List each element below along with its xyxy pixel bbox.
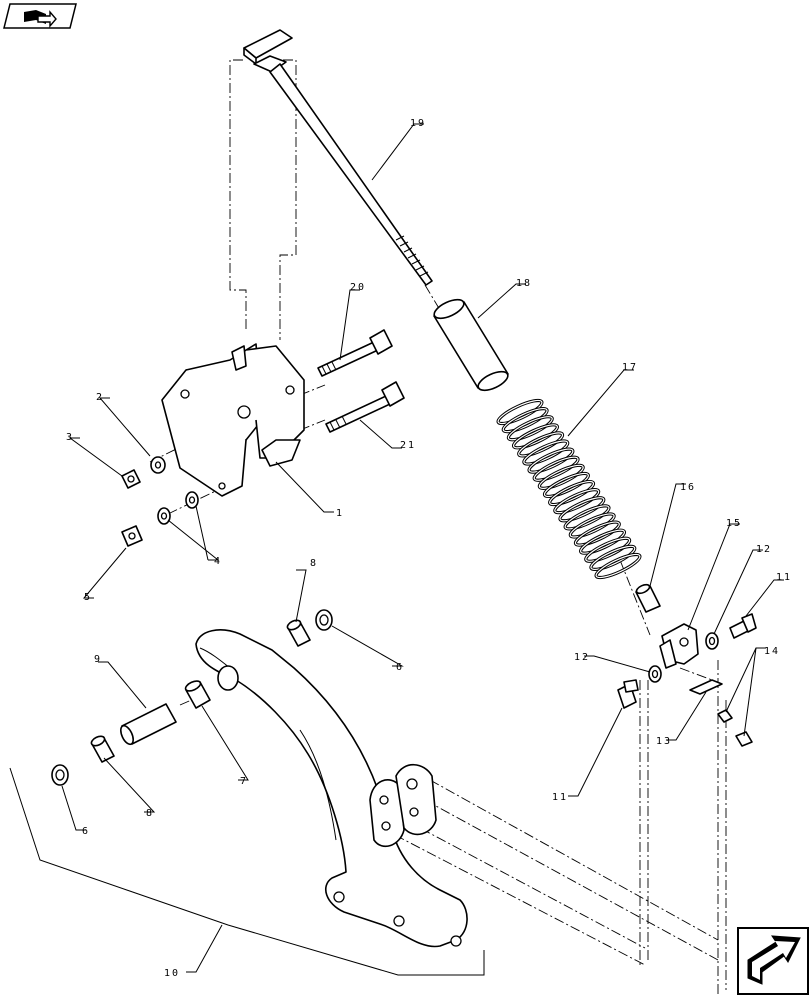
spring-coil <box>579 528 627 555</box>
callout-5: 5 <box>84 592 92 603</box>
callout-9: 9 <box>94 654 102 665</box>
spring-coil <box>496 398 544 426</box>
spring-coil-highlight <box>574 521 620 546</box>
spring-coil-highlight <box>554 489 600 514</box>
callout-leaders <box>9 123 784 976</box>
spring-coil <box>589 544 637 572</box>
spring-coil <box>558 496 606 523</box>
callout-2: 2 <box>96 392 104 403</box>
spring-coil-highlight <box>543 472 589 498</box>
spring-coil <box>573 520 621 547</box>
part-4-washers <box>157 491 199 525</box>
spring-coil-highlight <box>512 424 558 449</box>
spring-coil <box>537 463 585 490</box>
part-14-nuts <box>717 709 753 747</box>
part-15-clevis <box>659 623 699 669</box>
spring-coil-highlight <box>559 497 605 522</box>
spring-coil <box>563 504 611 531</box>
top-nav-button[interactable] <box>3 3 77 29</box>
spring-coil-highlight <box>595 553 641 579</box>
part-12-washers <box>648 632 719 683</box>
return-nav-button[interactable] <box>737 927 809 995</box>
spring-coil <box>501 406 549 434</box>
callout-labels: 1 2 3 4 5 6 6 7 8 8 9 10 11 11 12 12 13 … <box>66 118 792 979</box>
callout-6b: 6 <box>82 826 90 837</box>
spring-coil <box>506 415 554 442</box>
spring-coil-highlight <box>528 448 574 473</box>
callout-6a: 6 <box>396 662 404 673</box>
spring-coil <box>568 512 616 539</box>
part-10-pedal-arm <box>195 629 468 948</box>
spring-coil <box>553 488 601 515</box>
callout-8b: 8 <box>146 808 154 819</box>
spring-coil <box>532 455 580 482</box>
spring-coil-highlight <box>507 416 553 441</box>
return-arrow-icon <box>747 935 801 985</box>
spring-coil <box>594 552 642 580</box>
callout-10: 10 <box>164 968 180 979</box>
callout-21: 21 <box>400 440 416 451</box>
callout-18: 18 <box>516 278 532 289</box>
callout-15: 15 <box>726 518 742 529</box>
callout-3: 3 <box>66 432 74 443</box>
part-18-sleeve <box>433 298 509 392</box>
part-6-washers <box>51 609 333 786</box>
spring-coil-highlight <box>518 432 564 457</box>
part-16-pin <box>635 583 661 613</box>
spring-coil-highlight <box>590 545 636 571</box>
part-7-bushing <box>184 680 211 709</box>
part-19-rod <box>243 29 433 286</box>
part-8-bushings <box>90 619 311 763</box>
part-13-clip <box>689 679 723 695</box>
book-arrow-icon <box>24 10 57 28</box>
spring-coil-highlight <box>523 440 569 465</box>
part-2-washer <box>150 456 166 474</box>
spring-coil-highlight <box>533 456 579 481</box>
part-1-bracket <box>161 343 305 497</box>
part-21-bolt <box>325 381 405 433</box>
callout-19: 19 <box>410 118 426 129</box>
center-lines <box>149 59 727 995</box>
callout-13: 13 <box>656 736 672 747</box>
part-11-bolts <box>617 613 757 709</box>
spring-coil-highlight <box>497 399 543 425</box>
spring-coil-highlight <box>502 407 548 433</box>
part-3-nut <box>121 469 141 489</box>
part-5-nut <box>121 525 143 547</box>
callout-11a: 11 <box>776 572 792 583</box>
spring-coil <box>517 431 565 458</box>
part-20-bolt <box>317 329 393 377</box>
callout-17: 17 <box>622 362 638 373</box>
spring-coil <box>527 447 575 474</box>
spring-coil-highlight <box>585 537 631 562</box>
callout-1: 1 <box>336 508 344 519</box>
callout-12a: 12 <box>756 544 772 555</box>
spring-coil-highlight <box>580 529 626 554</box>
spring-coil-highlight <box>569 513 615 538</box>
callout-4: 4 <box>214 556 222 567</box>
part-9-tube <box>120 703 177 746</box>
callout-16: 16 <box>680 482 696 493</box>
spring-coil <box>548 479 596 507</box>
callout-12b: 12 <box>574 652 590 663</box>
spring-coil-highlight <box>564 505 610 530</box>
spring-coil <box>511 423 559 450</box>
callout-20: 20 <box>350 282 366 293</box>
spring-coil <box>584 536 632 563</box>
part-17-spring <box>496 398 642 580</box>
spring-coil <box>522 439 570 466</box>
callout-14: 14 <box>764 646 780 657</box>
spring-coil-highlight <box>549 480 595 506</box>
callout-11b: 11 <box>552 792 568 803</box>
spring-coil <box>542 471 590 499</box>
callout-8a: 8 <box>310 558 318 569</box>
spring-coil-highlight <box>538 464 584 489</box>
callout-7: 7 <box>240 776 248 787</box>
